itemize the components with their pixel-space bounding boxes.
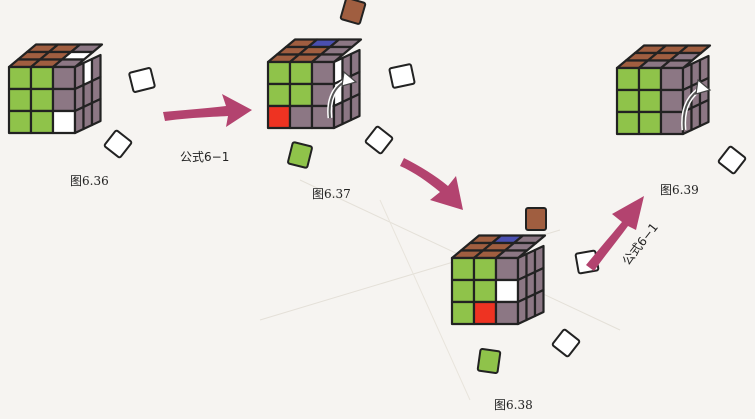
sticker-front bbox=[637, 110, 663, 136]
sticker-right bbox=[73, 105, 85, 135]
sticker-front bbox=[51, 87, 77, 113]
sticker-right bbox=[698, 98, 710, 128]
sticker-right bbox=[690, 102, 702, 132]
sticker-front bbox=[472, 300, 498, 326]
sticker-front bbox=[637, 66, 663, 92]
floating-brown-sticker-top bbox=[525, 207, 547, 231]
sticker-right bbox=[516, 296, 528, 326]
sticker-front bbox=[494, 256, 520, 282]
sticker-front bbox=[472, 256, 498, 282]
sticker-front bbox=[288, 82, 314, 108]
caption-fig-6-36: 图6.36 bbox=[70, 174, 109, 188]
sticker-right bbox=[349, 92, 361, 122]
sticker-front bbox=[7, 109, 33, 135]
formula-label-1: 公式6−1 bbox=[180, 150, 230, 164]
sticker-right bbox=[533, 288, 545, 318]
sticker-front bbox=[310, 60, 336, 86]
rotation-arrowhead bbox=[695, 78, 712, 95]
sticker-front bbox=[7, 65, 33, 91]
floating-green-sticker-bottom bbox=[476, 347, 502, 375]
sticker-front bbox=[494, 278, 520, 304]
sticker-front bbox=[450, 278, 476, 304]
floating-white-sticker-right bbox=[128, 67, 156, 93]
caption-fig-6-39: 图6.39 bbox=[660, 183, 699, 197]
sticker-front bbox=[637, 88, 663, 114]
caption-fig-6-38: 图6.38 bbox=[494, 398, 533, 412]
sticker-front bbox=[51, 65, 77, 91]
sticker-front bbox=[29, 87, 55, 113]
sticker-front bbox=[266, 82, 292, 108]
floating-green-sticker-bottom bbox=[287, 141, 313, 169]
cube-fig-6-38 bbox=[450, 207, 600, 375]
transition-arrow-3 bbox=[586, 196, 644, 271]
cube-fig-6-36 bbox=[7, 43, 156, 159]
sticker-front bbox=[472, 278, 498, 304]
floating-white-sticker-bottom bbox=[717, 145, 747, 175]
sticker-front bbox=[494, 300, 520, 326]
caption-fig-6-37: 图6.37 bbox=[312, 187, 351, 201]
floating-white-sticker-bottom bbox=[103, 129, 133, 159]
sticker-front bbox=[450, 300, 476, 326]
floating-white-sticker-bottom bbox=[551, 328, 581, 358]
floating-brown-sticker-top bbox=[339, 0, 367, 25]
floating-white-sticker-right bbox=[388, 63, 416, 89]
sticker-front bbox=[450, 256, 476, 282]
sticker-front bbox=[51, 109, 77, 135]
transition-arrow-1 bbox=[163, 94, 252, 127]
sticker-front bbox=[659, 88, 685, 114]
sticker-front bbox=[659, 66, 685, 92]
sticker-front bbox=[615, 66, 641, 92]
cube-fig-6-37 bbox=[266, 0, 416, 169]
sticker-right bbox=[525, 292, 537, 322]
sticker-front bbox=[266, 60, 292, 86]
sticker-right bbox=[332, 100, 344, 130]
sticker-front bbox=[29, 109, 55, 135]
rotation-arrowhead bbox=[341, 70, 358, 87]
sticker-front bbox=[288, 60, 314, 86]
sticker-front bbox=[7, 87, 33, 113]
transition-arrow-2 bbox=[400, 158, 463, 210]
floating-white-sticker-bottom bbox=[364, 125, 394, 155]
sticker-front bbox=[29, 65, 55, 91]
sticker-front bbox=[615, 88, 641, 114]
cube-fig-6-39 bbox=[615, 44, 747, 175]
sticker-right bbox=[90, 97, 102, 127]
sticker-right bbox=[341, 96, 353, 126]
sticker-front bbox=[659, 110, 685, 136]
sticker-front bbox=[266, 104, 292, 130]
sticker-front bbox=[288, 104, 314, 130]
sticker-front bbox=[615, 110, 641, 136]
sticker-right bbox=[82, 101, 94, 131]
